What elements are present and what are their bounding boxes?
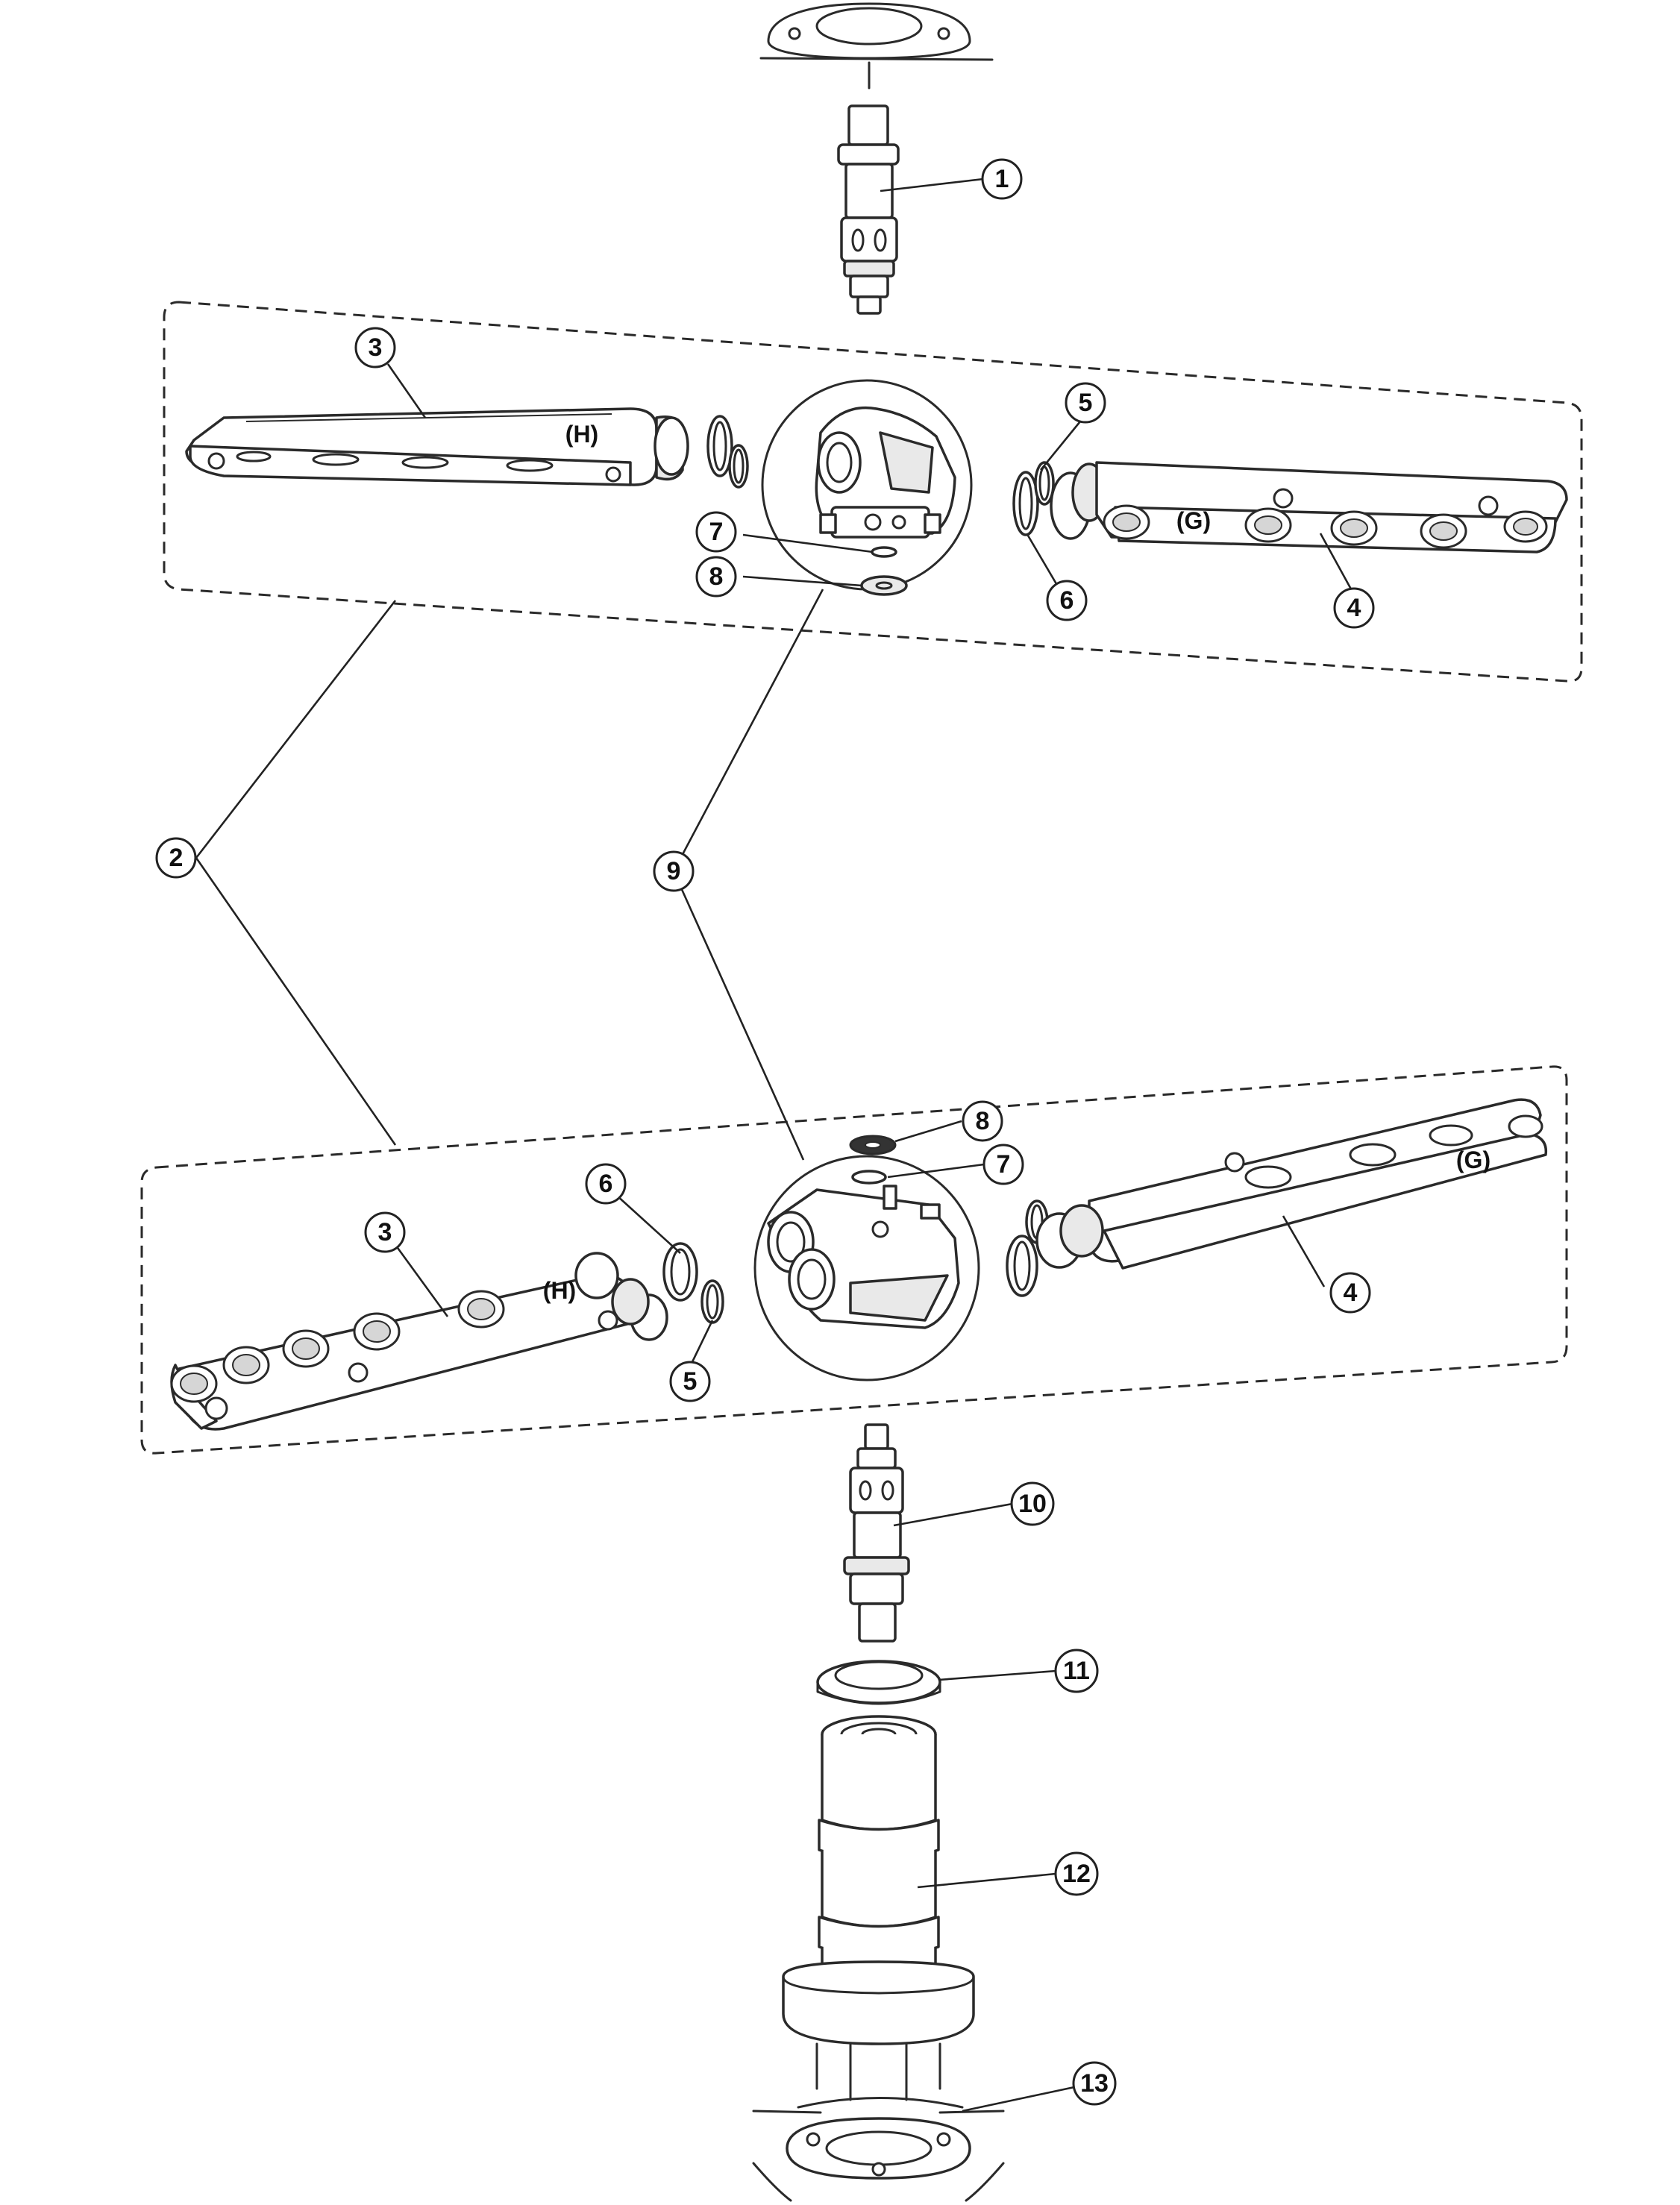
callout-7-bottom: 7 (982, 1144, 1024, 1185)
callout-3-bottom: 3 (364, 1211, 406, 1253)
callout-1-label: 1 (995, 165, 1009, 193)
top-seal-8 (860, 575, 908, 596)
callout-10: 10 (1010, 1481, 1055, 1526)
part-12-column (782, 1715, 975, 2101)
callout-8-top: 8 (695, 556, 737, 597)
callout-9-label: 9 (667, 857, 681, 885)
part-10-lower-shaft (843, 1423, 910, 1643)
top-assembly-group-outline (163, 301, 1583, 683)
callout-9: 9 (653, 850, 695, 892)
top-washer-7 (871, 546, 897, 558)
top-right-arm-code: (G) (1176, 507, 1211, 534)
callout-8-bottom-label: 8 (976, 1107, 990, 1135)
callout-3-top-label: 3 (369, 333, 383, 362)
callout-8-bottom: 8 (962, 1100, 1003, 1142)
part-1-upper-shaft (837, 104, 900, 315)
callout-2: 2 (155, 837, 197, 879)
top-left-spray-arm (185, 407, 689, 486)
callout-13: 13 (1072, 2061, 1117, 2106)
callout-1: 1 (981, 158, 1023, 200)
callout-6-top-label: 6 (1060, 586, 1074, 615)
leader-lines (195, 363, 1355, 1367)
callout-8-top-label: 8 (709, 562, 724, 591)
callout-12: 12 (1054, 1851, 1099, 1896)
callout-4-top-label: 4 (1347, 594, 1361, 622)
bottom-left-arm-code: (H) (543, 1277, 576, 1304)
bottom-seal-8 (849, 1135, 897, 1155)
callout-11: 11 (1054, 1649, 1099, 1693)
callout-7-top-label: 7 (709, 518, 724, 546)
callout-10-label: 10 (1018, 1490, 1047, 1518)
callout-5-top-label: 5 (1079, 389, 1093, 417)
top-hub-detail (761, 379, 973, 591)
callout-7-top: 7 (695, 511, 737, 553)
callout-12-label: 12 (1062, 1860, 1091, 1888)
part-13-base-flange (752, 2097, 1005, 2202)
callout-6-top: 6 (1046, 580, 1088, 621)
top-left-arm-code: (H) (565, 421, 598, 448)
callout-13-label: 13 (1080, 2069, 1109, 2098)
top-mount-flange (759, 2, 994, 90)
callout-5-bottom: 5 (669, 1361, 711, 1402)
top-left-o-rings (706, 415, 749, 489)
callout-4-bottom-label: 4 (1344, 1279, 1358, 1307)
bottom-right-arm-code: (G) (1456, 1147, 1491, 1173)
callout-2-label: 2 (169, 844, 184, 872)
callout-5-bottom-label: 5 (683, 1367, 698, 1396)
callout-5-top: 5 (1065, 382, 1106, 424)
callout-6-bottom: 6 (585, 1163, 627, 1205)
callout-3-top: 3 (354, 327, 396, 368)
callout-7-bottom-label: 7 (997, 1150, 1011, 1179)
part-11-ring (816, 1660, 941, 1705)
bottom-left-o-rings (662, 1242, 724, 1324)
callout-3-bottom-label: 3 (378, 1218, 392, 1246)
bottom-left-spray-arm (170, 1252, 668, 1431)
top-right-spray-arm (1050, 461, 1568, 553)
bottom-assembly-group-outline (140, 1065, 1568, 1455)
callout-4-top: 4 (1333, 587, 1375, 629)
callout-11-label: 11 (1063, 1657, 1090, 1685)
top-right-o-rings (1012, 461, 1055, 536)
bottom-hub-detail (753, 1155, 980, 1381)
bottom-washer-7 (851, 1170, 887, 1185)
callout-6-bottom-label: 6 (599, 1170, 613, 1198)
bottom-right-spray-arm (1035, 1098, 1548, 1270)
callout-4-bottom: 4 (1329, 1272, 1371, 1314)
